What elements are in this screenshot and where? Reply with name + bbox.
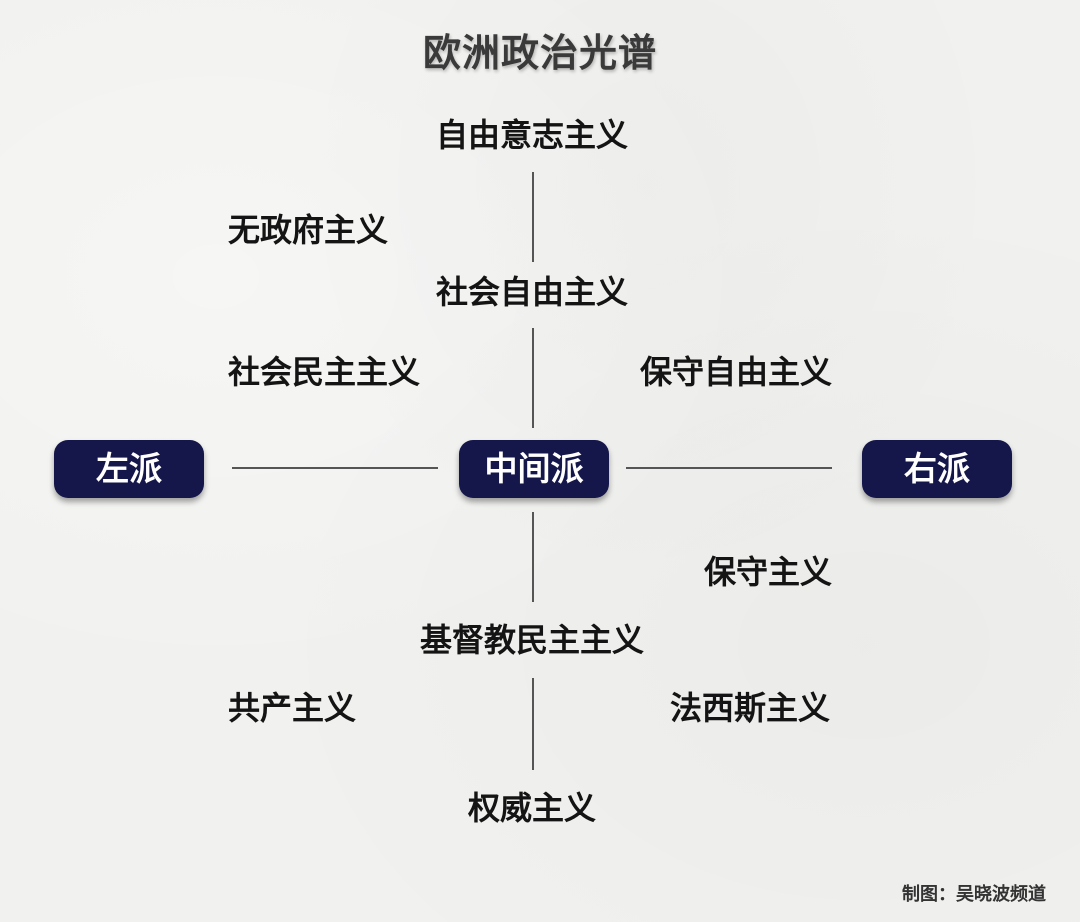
label-fascism: 法西斯主义 <box>670 689 831 727</box>
horizontal-axis-segment-left <box>232 467 438 469</box>
vertical-axis-segment-upper <box>532 328 534 428</box>
label-christian-democracy: 基督教民主主义 <box>419 621 644 659</box>
horizontal-axis-segment-right <box>626 467 832 469</box>
axis-pill-left: 左派 <box>54 440 204 498</box>
axis-label-top: 自由意志主义 <box>435 116 628 154</box>
axis-pill-right: 右派 <box>862 440 1012 498</box>
vertical-axis-segment-top <box>532 172 534 262</box>
label-social-democracy: 社会民主主义 <box>228 353 421 391</box>
vertical-axis-segment-lower <box>532 512 534 602</box>
label-conservative-liberalism: 保守自由主义 <box>640 353 833 391</box>
label-social-liberalism: 社会自由主义 <box>435 273 628 311</box>
axis-label-bottom: 权威主义 <box>467 789 596 827</box>
diagram-title: 欧洲政治光谱 <box>422 30 657 75</box>
axis-pill-center: 中间派 <box>459 440 609 498</box>
label-conservatism: 保守主义 <box>704 553 833 591</box>
label-communism: 共产主义 <box>228 689 357 727</box>
credit-text: 制图：吴晓波频道 <box>902 884 1046 905</box>
label-anarchism: 无政府主义 <box>228 211 389 249</box>
vertical-axis-segment-bottom <box>532 678 534 770</box>
